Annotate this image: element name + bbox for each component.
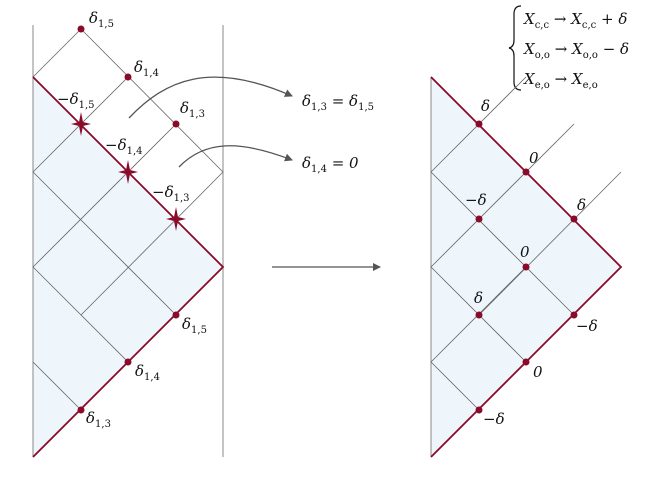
rlabel-7: −δ bbox=[576, 317, 598, 335]
rdot-4 bbox=[475, 215, 483, 223]
curved-arrows bbox=[128, 76, 293, 168]
label-bottom-15: δ1,5 bbox=[182, 315, 207, 336]
left-red-boundary bbox=[32, 76, 225, 458]
left-grid-down bbox=[32, 28, 224, 411]
rdot-3 bbox=[570, 215, 578, 223]
rdot-2 bbox=[522, 168, 530, 176]
label-star-13: −δ1,3 bbox=[152, 183, 190, 204]
right-lattice bbox=[430, 76, 623, 458]
dot-top-13 bbox=[172, 120, 180, 128]
rlabel-6: δ bbox=[474, 289, 483, 307]
star-14 bbox=[118, 160, 138, 184]
rdot-5 bbox=[522, 263, 530, 271]
left-labels: δ1,5 δ1,4 δ1,3 −δ1,5 −δ1,4 −δ1,3 δ1,5 δ1… bbox=[57, 9, 207, 430]
dot-bottom-14 bbox=[124, 358, 132, 366]
star-13 bbox=[166, 207, 186, 231]
rdot-6 bbox=[475, 311, 483, 319]
rule-oo: Xo,o → Xo,o − δ bbox=[523, 40, 629, 61]
rule-eo: Xe,o → Xe,o bbox=[523, 70, 598, 91]
rule-cc: Xc,c → Xc,c + δ bbox=[523, 10, 627, 31]
label-top-13: δ1,3 bbox=[180, 99, 205, 120]
rlabel-3: δ bbox=[577, 196, 586, 214]
rdot-8 bbox=[522, 358, 530, 366]
rdot-7 bbox=[570, 311, 578, 319]
left-dots bbox=[77, 25, 180, 414]
curved-arrow-lower bbox=[178, 145, 293, 168]
rules-block: Xc,c → Xc,c + δ Xo,o → Xo,o − δ Xe,o → X… bbox=[508, 5, 629, 91]
label-star-14: −δ1,4 bbox=[105, 136, 143, 157]
dot-top-14 bbox=[124, 73, 132, 81]
annotations: δ1,3 = δ1,5 δ1,4 = 0 bbox=[302, 92, 374, 175]
left-stars bbox=[71, 112, 186, 231]
label-bottom-14: δ1,4 bbox=[135, 362, 160, 383]
rlabel-1: δ bbox=[481, 97, 490, 115]
right-labels: δ 0 δ −δ 0 δ −δ 0 −δ bbox=[465, 97, 598, 428]
rlabel-4: −δ bbox=[465, 191, 487, 209]
rdot-9 bbox=[475, 406, 483, 414]
star-15 bbox=[71, 112, 91, 136]
label-bottom-13: δ1,3 bbox=[86, 409, 111, 430]
rdot-1 bbox=[475, 120, 483, 128]
right-red-boundary bbox=[430, 76, 623, 458]
rlabel-8: 0 bbox=[533, 363, 543, 381]
rlabel-5: 0 bbox=[520, 243, 530, 261]
annotation-delta14-eq: δ1,4 = 0 bbox=[302, 154, 359, 175]
dot-bottom-15 bbox=[172, 311, 180, 319]
dot-bottom-13 bbox=[77, 406, 85, 414]
label-top-15: δ1,5 bbox=[89, 9, 114, 30]
right-dots bbox=[475, 120, 578, 414]
annotation-delta13-eq: δ1,3 = δ1,5 bbox=[302, 92, 374, 113]
rlabel-9: −δ bbox=[483, 410, 505, 428]
label-star-15: −δ1,5 bbox=[57, 90, 95, 111]
rules-brace bbox=[508, 5, 522, 91]
dot-top-15 bbox=[77, 25, 85, 33]
label-top-14: δ1,4 bbox=[134, 58, 159, 79]
left-lattice bbox=[32, 25, 225, 458]
curved-arrow-upper bbox=[128, 76, 293, 119]
rlabel-2: 0 bbox=[529, 149, 539, 167]
